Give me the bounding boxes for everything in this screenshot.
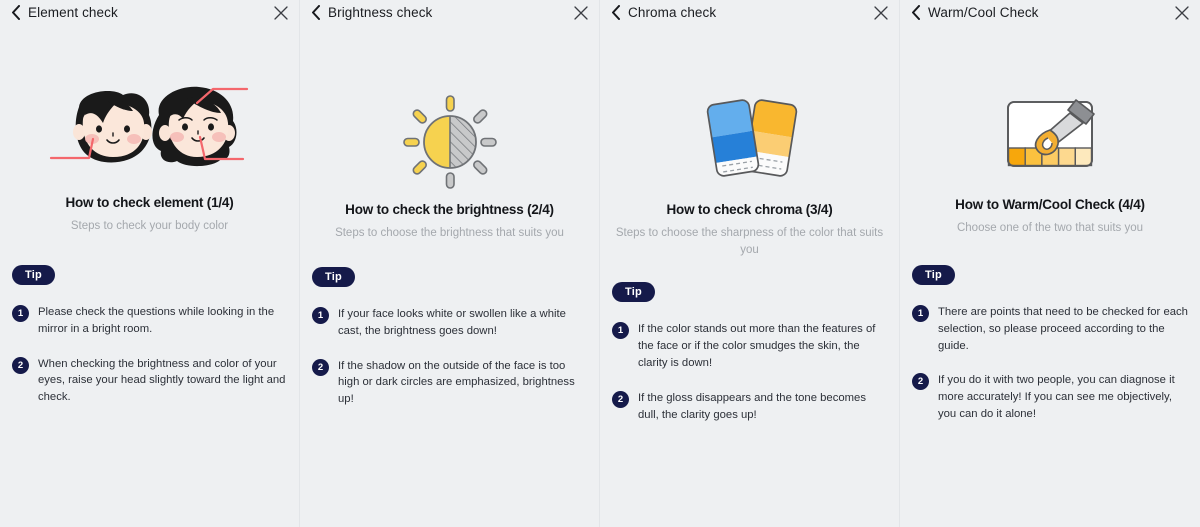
step-number: 2	[912, 373, 929, 391]
tip-row: Tip	[0, 264, 299, 285]
chevron-left-icon[interactable]	[908, 5, 922, 21]
chevron-left-icon[interactable]	[308, 5, 322, 21]
panel-header: Element check	[0, 0, 299, 25]
header-title: Element check	[28, 5, 118, 20]
steps-list: 1 If your face looks white or swollen li…	[300, 306, 599, 427]
card-title: How to check element (1/4)	[65, 195, 234, 210]
step-text: When checking the brightness and color o…	[38, 357, 286, 404]
steps-list: 1 There are points that need to be check…	[900, 304, 1200, 442]
list-item: 2 If the shadow on the outside of the fa…	[312, 358, 587, 409]
card-titles: How to check chroma (3/4) Steps to choos…	[600, 202, 899, 258]
tip-row: Tip	[900, 264, 1200, 285]
tip-badge: Tip	[312, 266, 355, 287]
tip-row: Tip	[300, 266, 599, 287]
panel-element-check: Element check	[0, 0, 300, 527]
panel-brightness-check: Brightness check	[300, 0, 600, 527]
card-subtitle: Steps to choose the sharpness of the col…	[615, 227, 884, 256]
header-title: Chroma check	[628, 5, 717, 20]
close-icon[interactable]	[573, 5, 589, 21]
tip-badge: Tip	[12, 264, 55, 285]
illustration-sun-half-shaded	[300, 82, 599, 202]
illustration-color-swatch-cards	[600, 82, 899, 202]
list-item: 1 Please check the questions while looki…	[12, 304, 287, 338]
list-item: 2 If you do it with two people, you can …	[912, 372, 1188, 423]
step-number: 1	[912, 304, 929, 322]
close-icon[interactable]	[1174, 5, 1190, 21]
card-title: How to check the brightness (2/4)	[345, 202, 554, 217]
list-item: 2 If the gloss disappears and the tone b…	[612, 390, 887, 424]
close-icon[interactable]	[273, 5, 289, 21]
card-title: How to check chroma (3/4)	[666, 202, 833, 217]
step-text: There are points that need to be checked…	[938, 305, 1188, 352]
step-text: If the gloss disappears and the tone bec…	[638, 392, 866, 422]
panel-header: Chroma check	[600, 0, 899, 25]
list-item: 1 If the color stands out more than the …	[612, 321, 887, 372]
list-item: 2 When checking the brightness and color…	[12, 356, 287, 407]
step-text: If the color stands out more than the fe…	[638, 323, 876, 370]
steps-list: 1 Please check the questions while looki…	[0, 304, 299, 425]
tip-row: Tip	[600, 282, 899, 303]
list-item: 1 There are points that need to be check…	[912, 304, 1188, 355]
step-text: If you do it with two people, you can di…	[938, 374, 1175, 421]
close-icon[interactable]	[873, 5, 889, 21]
step-number: 1	[312, 306, 329, 324]
panel-warm-cool-check: Warm/Cool Check	[900, 0, 1200, 527]
illustration-two-faces	[0, 75, 299, 195]
card-title: How to Warm/Cool Check (4/4)	[955, 197, 1145, 212]
card-subtitle: Steps to choose the brightness that suit…	[335, 227, 564, 239]
step-number: 2	[612, 391, 629, 409]
card-subtitle: Choose one of the two that suits you	[956, 222, 1144, 234]
panel-header: Warm/Cool Check	[900, 0, 1200, 25]
step-text: Please check the questions while looking…	[38, 305, 275, 335]
tip-badge: Tip	[612, 282, 655, 303]
step-number: 2	[12, 356, 29, 374]
card-titles: How to check the brightness (2/4) Steps …	[300, 202, 599, 242]
header-title: Brightness check	[328, 5, 433, 20]
step-number: 1	[12, 304, 29, 322]
tip-badge: Tip	[912, 264, 955, 285]
illustration-eyedropper-palette	[900, 77, 1200, 197]
steps-list: 1 If the color stands out more than the …	[600, 321, 899, 442]
list-item: 1 If your face looks white or swollen li…	[312, 306, 587, 340]
panel-header: Brightness check	[300, 0, 599, 25]
card-titles: How to Warm/Cool Check (4/4) Choose one …	[900, 197, 1200, 237]
step-number: 1	[612, 322, 629, 340]
chevron-left-icon[interactable]	[8, 5, 22, 21]
card-titles: How to check element (1/4) Steps to chec…	[0, 195, 299, 235]
step-text: If the shadow on the outside of the face…	[338, 359, 575, 406]
panel-chroma-check: Chroma check	[600, 0, 900, 527]
card-subtitle: Steps to check your body color	[70, 220, 229, 232]
chevron-left-icon[interactable]	[608, 5, 622, 21]
header-title: Warm/Cool Check	[928, 5, 1039, 20]
step-text: If your face looks white or swollen like…	[338, 307, 566, 337]
step-number: 2	[312, 358, 329, 376]
